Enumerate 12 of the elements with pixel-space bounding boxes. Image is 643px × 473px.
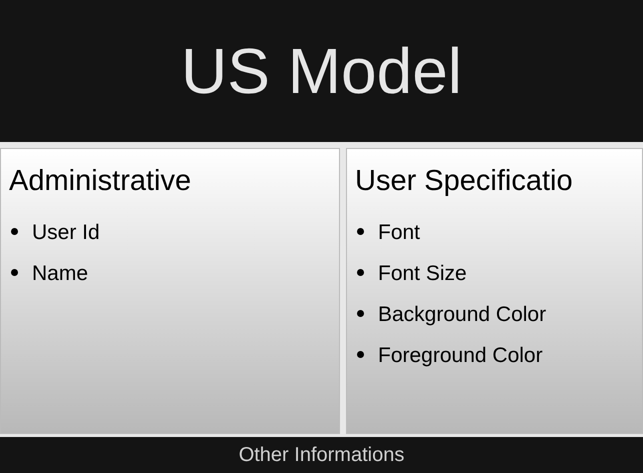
panel-heading: Administrative: [9, 164, 192, 199]
title-banner: US Model: [0, 0, 643, 142]
bullet-item: Name: [9, 256, 331, 291]
panel-heading: User Specificatio: [355, 164, 574, 199]
bullet-item: Background Color: [355, 297, 634, 332]
bullet-item: Font Size: [355, 256, 634, 291]
content-panel: [0, 148, 340, 434]
bullet-item: Font: [355, 215, 634, 250]
footer-bar: Other Informations: [0, 437, 643, 473]
bullet-item: User Id: [9, 215, 331, 250]
bullet-item: Foreground Color: [355, 338, 634, 373]
content-panel: [346, 148, 643, 434]
